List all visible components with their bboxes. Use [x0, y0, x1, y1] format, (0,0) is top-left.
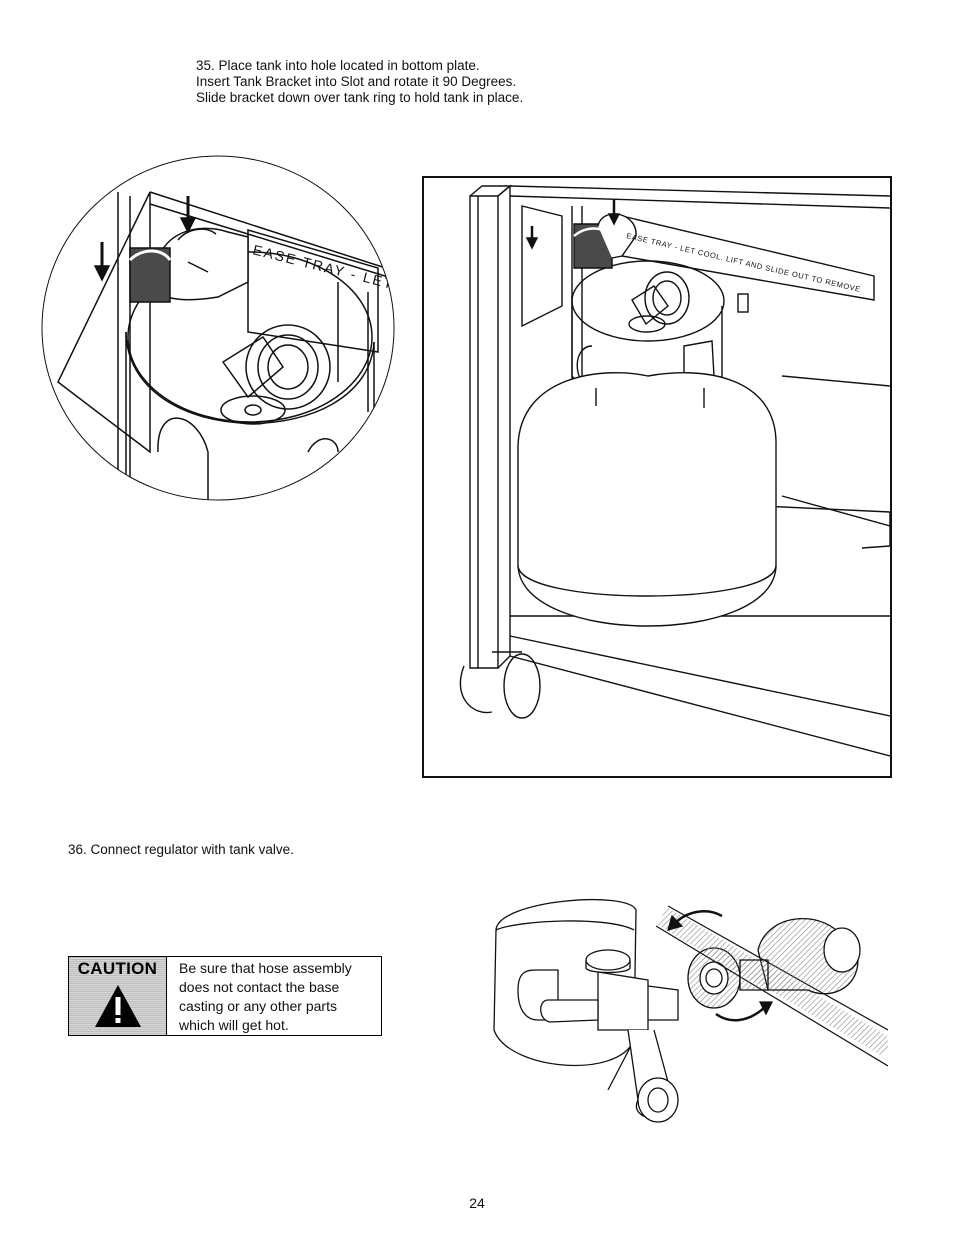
- caution-line-2: does not contact the base: [179, 979, 340, 995]
- regulator-connection-illustration: [478, 890, 888, 1130]
- caution-message: Be sure that hose assembly does not cont…: [167, 957, 358, 1035]
- step-35-line-3: Slide bracket down over tank ring to hol…: [196, 90, 524, 105]
- caution-header: CAUTION: [69, 957, 167, 1035]
- step-36-instruction: 36. Connect regulator with tank valve.: [68, 842, 294, 857]
- page-number: 24: [469, 1195, 485, 1211]
- warning-triangle-icon: [93, 983, 143, 1034]
- caution-line-1: Be sure that hose assembly: [179, 960, 352, 976]
- step-35-line-1: 35. Place tank into hole located in bott…: [196, 58, 480, 73]
- step-35-line-2: Insert Tank Bracket into Slot and rotate…: [196, 74, 517, 89]
- caution-box: CAUTION Be sure that hose assembly does …: [68, 956, 382, 1036]
- tank-installed-illustration: EASE TRAY - LET COOL. LIFT AND SLIDE OUT…: [422, 176, 892, 778]
- step-35-instructions: 35. Place tank into hole located in bott…: [196, 58, 756, 106]
- tank-bracket-detail-illustration: EASE TRAY - LET C: [38, 152, 398, 504]
- detail-tray-label: EASE TRAY - LET C: [251, 241, 398, 296]
- caution-line-3: casting or any other parts: [179, 998, 337, 1014]
- caution-label: CAUTION: [77, 959, 158, 978]
- caution-line-4: which will get hot.: [179, 1017, 289, 1033]
